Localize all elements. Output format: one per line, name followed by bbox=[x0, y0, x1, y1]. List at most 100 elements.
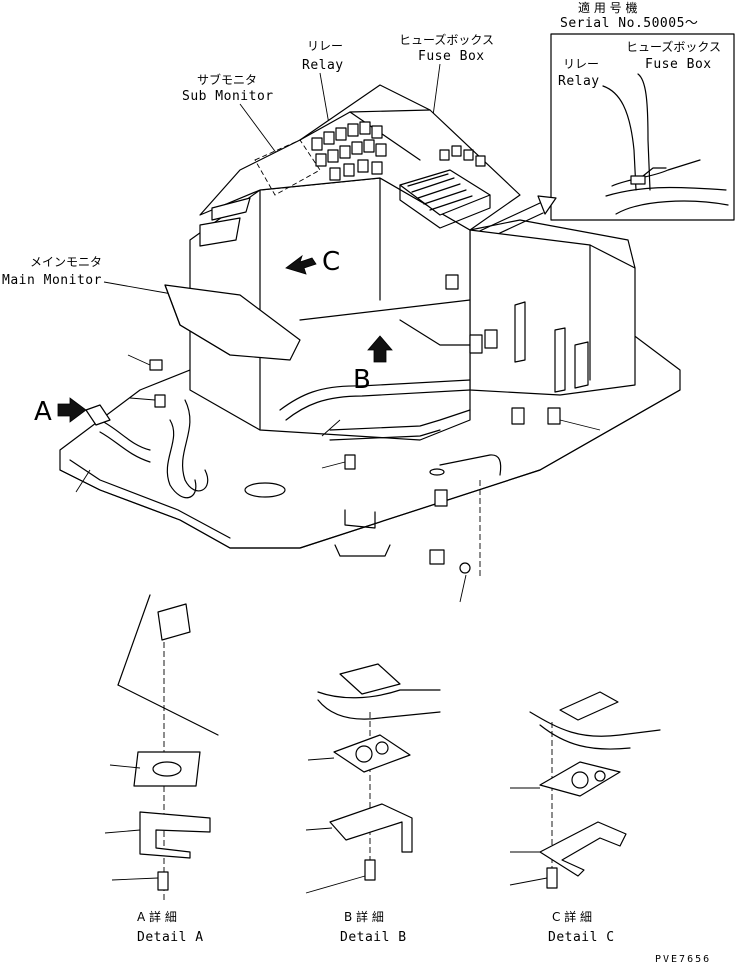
grommet-a bbox=[85, 404, 111, 426]
inset-clip bbox=[642, 167, 667, 177]
fuse-label-jp: ヒューズボックス bbox=[399, 32, 494, 47]
main-monitor-label-en: Main Monitor bbox=[2, 273, 102, 288]
view-arrow-c bbox=[285, 254, 317, 275]
harness-s-1 bbox=[182, 399, 209, 492]
fuse-box-side bbox=[399, 184, 491, 229]
relay-unit bbox=[347, 123, 359, 137]
view-arrow-b bbox=[367, 335, 393, 363]
harness-s-2 bbox=[166, 419, 197, 499]
relay-label-en: Relay bbox=[302, 58, 344, 73]
cable-right bbox=[439, 454, 502, 476]
detail-c-hole bbox=[594, 770, 606, 782]
relay-block bbox=[311, 121, 387, 181]
detail-a-floor bbox=[117, 684, 219, 736]
floor-tab bbox=[344, 509, 376, 529]
relay-unit bbox=[351, 141, 363, 155]
detail-a-bolt bbox=[157, 871, 169, 891]
detail-b-bracket bbox=[329, 803, 413, 853]
detail-c-label-jp: C 詳 細 bbox=[552, 909, 592, 924]
leader bbox=[127, 354, 151, 366]
leader bbox=[75, 469, 91, 493]
detail-c-hole bbox=[571, 771, 589, 789]
relay-b bbox=[484, 329, 498, 349]
bolt-head bbox=[344, 454, 356, 470]
leader bbox=[509, 877, 548, 886]
inset-harness-2 bbox=[605, 186, 727, 197]
detail-b-floor-2 bbox=[317, 699, 441, 720]
detail-c-opening bbox=[559, 691, 619, 721]
bolts bbox=[149, 274, 561, 574]
relay-unit bbox=[363, 139, 375, 153]
detail-a-label-jp: A 詳 細 bbox=[137, 909, 177, 924]
main-assembly bbox=[59, 84, 681, 603]
detail-c-floor bbox=[529, 711, 661, 737]
console-shelf bbox=[299, 299, 471, 321]
bracket-3 bbox=[574, 341, 589, 389]
leader bbox=[321, 419, 341, 437]
main-monitor-label-jp: メインモニタ bbox=[30, 255, 102, 269]
detail-a-label-en: Detail A bbox=[137, 930, 204, 945]
serial-label-jp: 適 用 号 機 bbox=[578, 0, 637, 15]
leader bbox=[305, 827, 333, 831]
detail-c-floor-2 bbox=[539, 724, 631, 750]
fuse-relay bbox=[439, 149, 450, 161]
detail-b-hole bbox=[375, 741, 389, 755]
relay-unit bbox=[357, 159, 369, 173]
sub-monitor-leader bbox=[239, 103, 281, 159]
bolt-head bbox=[547, 407, 561, 425]
leader bbox=[129, 397, 156, 401]
detail-b-label-en: Detail B bbox=[340, 930, 407, 945]
bolt-head bbox=[149, 359, 163, 371]
detail-b-opening bbox=[339, 663, 401, 695]
relay-unit bbox=[335, 127, 347, 141]
detail-a-plate-hole bbox=[152, 761, 182, 777]
inset-fuse-label-jp: ヒューズボックス bbox=[626, 39, 721, 54]
detail-a-wall bbox=[117, 594, 151, 686]
housing-window-1 bbox=[199, 217, 241, 247]
leader bbox=[459, 574, 467, 603]
main-monitor-edge bbox=[164, 284, 231, 356]
harness-a-2 bbox=[99, 431, 151, 463]
leader bbox=[109, 764, 141, 769]
floor-cutout bbox=[244, 482, 286, 498]
relay-unit bbox=[371, 161, 383, 175]
detail-b-label-jp: B 詳 細 bbox=[344, 909, 384, 924]
leader bbox=[305, 875, 366, 894]
fuse-relay bbox=[463, 149, 474, 161]
bolt-head bbox=[445, 274, 459, 290]
bracket-1 bbox=[514, 301, 526, 363]
detail-c-label-en: Detail C bbox=[548, 930, 615, 945]
detail-c: C 詳 細 Detail C bbox=[509, 691, 661, 945]
detail-c-bolt bbox=[546, 867, 558, 889]
relay-unit bbox=[323, 131, 335, 145]
relay-unit bbox=[359, 121, 371, 135]
harness-tube-2 bbox=[285, 389, 471, 421]
floor-tab-2 bbox=[334, 544, 391, 557]
relay-b bbox=[469, 334, 483, 354]
sub-monitor bbox=[254, 139, 321, 196]
view-letter-a: A bbox=[34, 397, 52, 427]
relay-unit bbox=[339, 145, 351, 159]
fuse-relay bbox=[451, 145, 462, 157]
relay-unit bbox=[311, 137, 323, 151]
inset-relay-label-en: Relay bbox=[558, 74, 600, 89]
leader bbox=[111, 877, 159, 881]
leader bbox=[104, 829, 141, 834]
detail-b-floor bbox=[317, 689, 441, 699]
upper-housing-crease bbox=[349, 111, 421, 161]
relay-unit bbox=[315, 153, 327, 167]
harness-tube-1 bbox=[279, 379, 471, 411]
fuse-rows bbox=[407, 173, 473, 211]
washer bbox=[459, 562, 471, 574]
bolt-head bbox=[434, 489, 448, 507]
inset-pointer-head bbox=[537, 195, 557, 215]
serial-label-en: Serial No.50005～ bbox=[560, 16, 698, 31]
inset-clamp bbox=[630, 175, 646, 185]
main-monitor-leader bbox=[103, 281, 173, 295]
inset-harness-3 bbox=[615, 200, 729, 215]
relay-unit bbox=[371, 125, 383, 139]
inset-relay-leader bbox=[602, 85, 637, 191]
rear-cabinet bbox=[469, 229, 636, 396]
leader bbox=[321, 461, 346, 469]
